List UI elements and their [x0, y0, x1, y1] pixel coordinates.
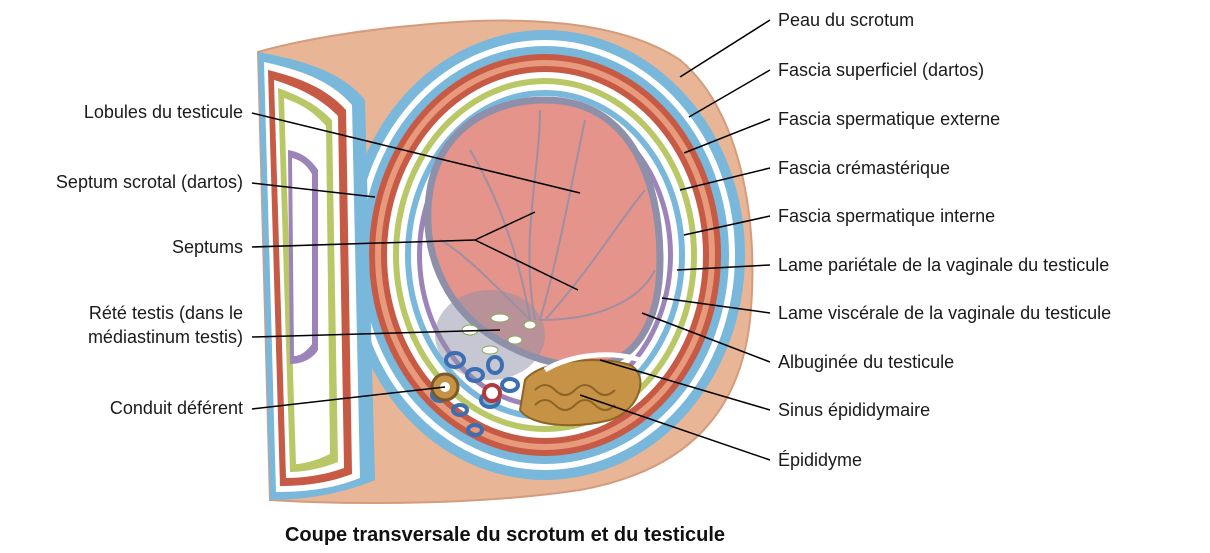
label-lame-viscerale: Lame viscérale de la vaginale du testicu…	[778, 302, 1111, 324]
label-lame-parietale: Lame pariétale de la vaginale du testicu…	[778, 254, 1109, 276]
label-fascia-spermatique-interne: Fascia spermatique interne	[778, 205, 995, 227]
label-conduit-deferent: Conduit déférent	[110, 397, 243, 419]
figure-caption: Coupe transversale du scrotum et du test…	[0, 524, 1010, 547]
label-albuginee: Albuginée du testicule	[778, 351, 954, 373]
label-rete-testis-line2: médiastinum testis)	[88, 326, 243, 348]
label-epididyme: Épididyme	[778, 449, 862, 471]
label-peau-du-scrotum: Peau du scrotum	[778, 9, 914, 31]
label-sinus-epididymaire: Sinus épididymaire	[778, 399, 930, 421]
label-septums: Septums	[172, 236, 243, 258]
label-fascia-superficiel: Fascia superficiel (dartos)	[778, 59, 984, 81]
label-rete-testis-line1: Rété testis (dans le	[89, 302, 243, 324]
label-septum-scrotal: Septum scrotal (dartos)	[56, 171, 243, 193]
label-fascia-cremasterique: Fascia crémastérique	[778, 157, 950, 179]
label-lobules-du-testicule: Lobules du testicule	[84, 101, 243, 123]
label-fascia-spermatique-externe: Fascia spermatique externe	[778, 108, 1000, 130]
